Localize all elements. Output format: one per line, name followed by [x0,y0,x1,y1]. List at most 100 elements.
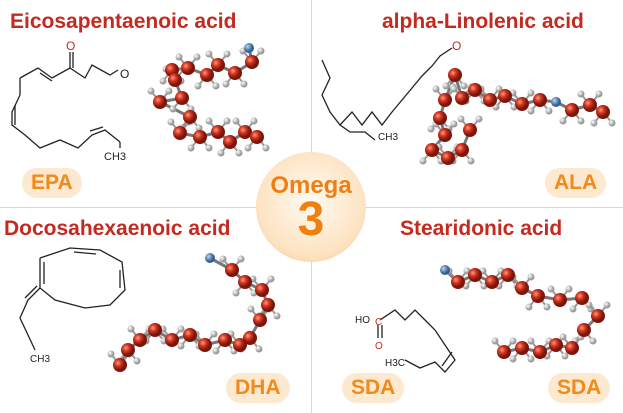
hydrogen-atom [608,119,616,127]
hydrogen-atom [442,82,450,90]
epa-o-label: O [120,67,129,81]
carbon-atom [455,143,469,157]
carbon-atom [183,110,197,124]
sda-badge-left: SDA [342,373,405,403]
hydrogen-atom [467,157,475,165]
hydrogen-atom [237,255,245,263]
hydrogen-atom [561,352,569,360]
carbon-atom [173,126,187,140]
carbon-atom [261,298,275,312]
carbon-atom [448,68,462,82]
hydrogen-atom [475,115,483,123]
carbon-atom [243,331,257,345]
sda-skeletal-formula [377,309,456,373]
hydrogen-atom [205,144,213,152]
carbon-atom [549,338,563,352]
hydrogen-atom [250,117,258,125]
carbon-atom [433,111,447,125]
carbon-atom [425,143,439,157]
hydrogen-atom [525,303,533,311]
carbon-atom [253,313,267,327]
hydrogen-atom [212,347,220,355]
carbon-atom [483,93,497,107]
sda-ball-stick-model [440,265,611,363]
carbon-atom [575,291,589,305]
hydrogen-atom [223,50,231,58]
carbon-atom [463,123,477,137]
carbon-atom [183,328,197,342]
hydrogen-atom [427,125,435,133]
hydrogen-atom [450,120,458,128]
carbon-atom [485,275,499,289]
hydrogen-atom [257,47,265,55]
carbon-atom [565,341,579,355]
dha-title: Docosahexaenoic acid [4,217,231,240]
hydrogen-atom [547,285,555,293]
omega-label: Omega [270,172,352,199]
hydrogen-atom [187,144,195,152]
carbon-atom [255,283,269,297]
hydrogen-atom [590,119,598,127]
carbon-atom [211,125,225,139]
carbon-atom [451,275,465,289]
ala-oxygen-label: O [452,39,461,53]
carbon-atom [438,93,452,107]
hydrogen-atom [577,90,585,98]
hydrogen-atom [559,333,567,341]
hydrogen-atom [240,80,248,88]
hydrogen-atom [167,118,175,126]
carbon-atom [218,333,232,347]
carbon-atom [225,263,239,277]
carbon-atom [591,309,605,323]
hydrogen-atom [159,77,167,85]
epa-ch3-label: CH3 [104,151,126,163]
carbon-atom [198,338,212,352]
carbon-atom [133,333,147,347]
carbon-atom [515,341,529,355]
carbon-atom [468,83,482,97]
sda-ho-label: HO [355,315,370,326]
hydrogen-atom [177,342,185,350]
carbon-atom [200,68,214,82]
hydrogen-atom [509,337,517,345]
carbon-atom [438,128,452,142]
carbon-atom [565,103,579,117]
carbon-atom [153,95,167,109]
hydrogen-atom [222,80,230,88]
ala-ball-stick-model [419,68,616,165]
hydrogen-atom [193,53,201,61]
sda-title: Stearidonic acid [400,217,563,240]
hydrogen-atom [527,337,535,345]
carbon-atom [515,97,529,111]
epa-oxygen-label: O [66,39,75,53]
carbon-atom [515,281,529,295]
hydrogen-atom [527,89,535,97]
hydrogen-atom [559,117,567,125]
hydrogen-atom [165,87,173,95]
hydrogen-atom [527,273,535,281]
sda-oxygen-label: O [375,341,383,352]
carbon-atom [168,73,182,87]
hydrogen-atom [217,149,225,157]
dha-skeletal-formula [19,247,126,351]
sda-h3c-label: H3C [385,358,405,369]
hydrogen-atom [589,337,597,345]
carbon-atom [531,289,545,303]
carbon-atom [250,130,264,144]
hetero-atom [205,253,215,263]
hydrogen-atom [450,85,458,93]
hydrogen-atom [133,357,141,365]
hydrogen-atom [212,82,220,90]
ala-title: alpha-Linolenic acid [382,10,584,33]
hydrogen-atom [577,117,585,125]
hydrogen-atom [177,325,185,333]
epa-ball-stick-model [147,43,270,157]
hydrogen-atom [267,275,275,283]
hydrogen-atom [219,255,227,263]
hydrogen-atom [210,330,218,338]
hetero-atom [551,97,561,107]
hydrogen-atom [569,305,577,313]
omega-number: 3 [297,193,325,246]
hydrogen-atom [543,303,551,311]
carbon-atom [533,345,547,359]
